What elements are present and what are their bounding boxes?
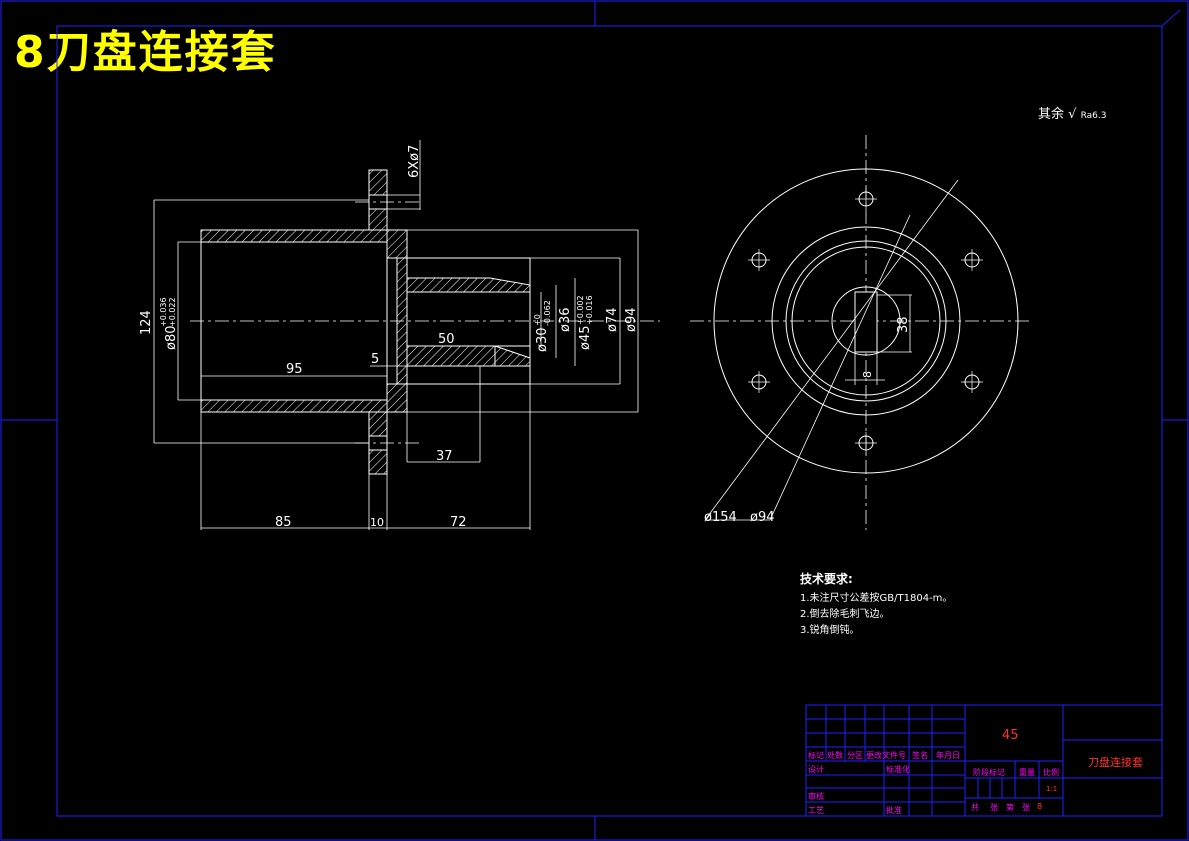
dim-d45: ø45: [578, 326, 593, 351]
dim-d30: ø30: [535, 328, 550, 353]
row-label: 年月日: [936, 751, 960, 760]
dim-d80: ø80: [164, 326, 179, 351]
dim-72: 72: [450, 515, 467, 530]
dim-d36: ø36: [558, 308, 573, 333]
dim-d94-leader: ø94: [750, 510, 775, 525]
row-label: 更改文件号: [866, 751, 906, 760]
scale-value: 1:1: [1046, 785, 1058, 793]
section-view: [200, 169, 531, 475]
row-label: 处数: [827, 751, 843, 760]
weight-label: 重量: [1019, 768, 1035, 777]
dim-5: 5: [371, 352, 379, 367]
bolt-hole-centerlines: [748, 188, 983, 454]
orientation-mark: [1161, 9, 1181, 27]
dim-d45-tol-upper: +0.002: [576, 295, 585, 325]
row-label: 标记: [808, 751, 824, 760]
dim-d80-tol-upper: +0.036: [159, 297, 168, 327]
dim-holes: 6Xø7: [407, 145, 422, 178]
dim-95: 95: [286, 362, 303, 377]
sheet-value: 8: [1037, 802, 1043, 811]
end-view: [713, 168, 1019, 474]
approve-label: 批准: [886, 806, 902, 815]
dim-38: 38: [896, 316, 911, 333]
end-view-dimensions: [704, 179, 959, 521]
title-block-grid: [805, 704, 1163, 817]
dim-8: 8: [861, 371, 874, 378]
process-label: 工艺: [808, 806, 824, 815]
design-label: 设计: [808, 765, 824, 774]
dim-50: 50: [438, 332, 455, 347]
row-label: 分区: [847, 751, 863, 760]
dim-d80-tol-lower: +0.022: [168, 297, 177, 327]
part-name: 刀盘连接套: [1088, 756, 1143, 769]
dimension-lines: [153, 140, 639, 530]
tech-item: 2.倒去除毛刺飞边。: [800, 609, 890, 620]
sheets-total-label: 共: [971, 803, 979, 812]
sheets-unit-label: 张: [990, 803, 998, 812]
tech-item: 1.未注尺寸公差按GB/T1804-m。: [800, 593, 953, 604]
tech-heading: 技术要求:: [800, 572, 853, 586]
dim-d45-tol-lower: +0.016: [585, 295, 594, 325]
dim-d74: ø74: [605, 308, 620, 333]
roughness-symbol-icon: √: [1068, 107, 1077, 122]
check-label: 审核: [808, 792, 824, 801]
inner-frame: [56, 25, 1163, 817]
dim-d154: ø154: [704, 510, 737, 525]
standardize-label: 标准化: [886, 765, 910, 774]
dim-d30-tol-upper: +0: [533, 314, 542, 326]
roughness-value: Ra6.3: [1080, 111, 1107, 121]
tech-requirements: 技术要求: 1.未注尺寸公差按GB/T1804-m。 2.倒去除毛刺飞边。 3.…: [800, 570, 952, 639]
dim-85: 85: [275, 515, 292, 530]
scale-label: 比例: [1043, 768, 1059, 777]
roughness-note: 其余 √ Ra6.3: [1038, 103, 1106, 122]
row-label: 签名: [912, 751, 928, 760]
sheet-no-label: 第: [1006, 803, 1014, 812]
dim-d94: ø94: [624, 308, 639, 333]
stage-mark-label: 阶段标记: [973, 768, 1005, 777]
dim-37: 37: [436, 449, 453, 464]
tech-item: 3.锐角倒钝。: [800, 625, 860, 636]
dim-d30-tol-lower: -0.062: [543, 300, 552, 326]
roughness-prefix: 其余: [1038, 107, 1065, 122]
sheet-unit-label: 张: [1022, 803, 1030, 812]
dim-124: 124: [139, 310, 154, 335]
material: 45: [1002, 728, 1019, 743]
dim-10: 10: [370, 516, 384, 529]
